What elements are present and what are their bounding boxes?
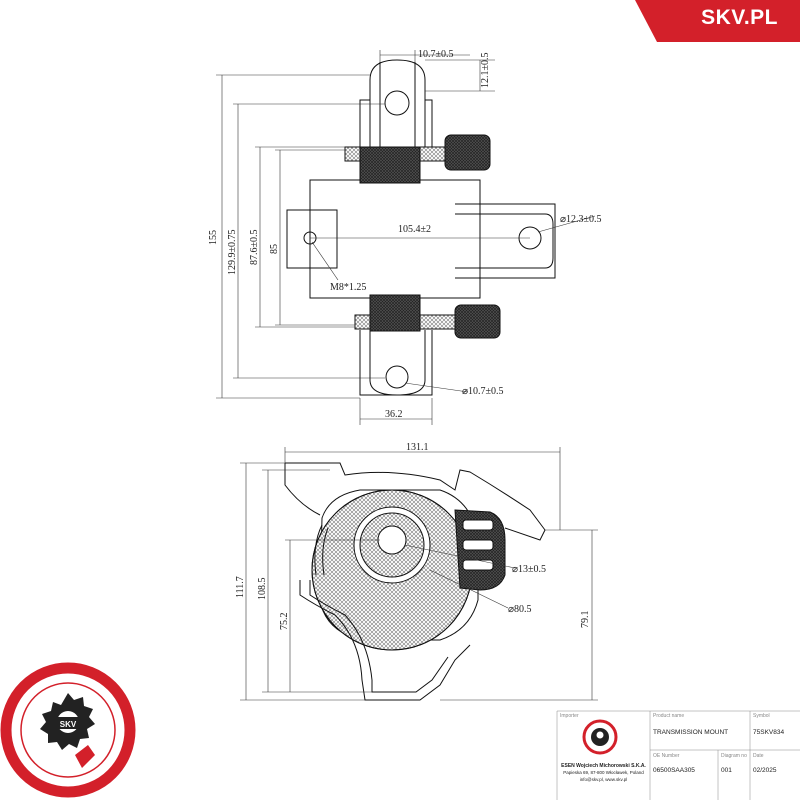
skv-auto-parts-logo: SKV bbox=[0, 662, 136, 798]
dim-dia-bottom: ⌀10.7±0.5 bbox=[462, 386, 504, 397]
brand-corner: SKV.PL bbox=[635, 0, 800, 42]
importer-name: ESEN Wojciech Michorowski S.K.A. bbox=[561, 763, 646, 769]
title-block-mini-logo bbox=[582, 719, 618, 755]
dim-height-111: 111.7 bbox=[235, 576, 246, 598]
dim-span-105: 105.4±2 bbox=[398, 224, 431, 235]
dim-width-bottom: 36.2 bbox=[385, 409, 403, 420]
importer-address: Papieska 69, 87-800 Włocławek, Poland bbox=[563, 770, 644, 775]
top-view-dimension-lines bbox=[216, 50, 596, 425]
symbol-label: Symbol bbox=[753, 713, 770, 719]
dim-height-129: 129.9±0.75 bbox=[227, 230, 238, 276]
dim-width-top: 10.7±0.5 bbox=[418, 49, 454, 60]
dim-height-top: 12.1±0.5 bbox=[480, 53, 491, 89]
top-view bbox=[286, 59, 556, 396]
oe-value: 06500SAA305 bbox=[653, 767, 695, 774]
dim-height-75: 75.2 bbox=[279, 613, 290, 631]
dim-height-85: 85 bbox=[269, 244, 280, 254]
dim-overall-height: 155 bbox=[208, 230, 219, 245]
importer-label: Importer bbox=[560, 713, 579, 719]
brand-name: SKV.PL bbox=[701, 6, 778, 29]
dim-dia-13: ⌀13±0.5 bbox=[512, 564, 546, 575]
date-value: 02/2025 bbox=[753, 767, 777, 774]
dim-thread: M8*1.25 bbox=[330, 282, 366, 293]
dim-dia-right: ⌀12.3±0.5 bbox=[560, 214, 602, 225]
side-view bbox=[284, 462, 546, 701]
product-name-label: Product name bbox=[653, 713, 685, 719]
title-block-frame bbox=[556, 710, 800, 800]
dim-height-87: 87.6±0.5 bbox=[249, 230, 260, 266]
symbol-value: 75SKV834 bbox=[753, 729, 785, 736]
importer-contact: info@skv.pl, www.skv.pl bbox=[579, 777, 628, 782]
dim-height-79: 79.1 bbox=[580, 611, 591, 629]
date-label: Date bbox=[753, 753, 764, 759]
oe-label: OE Number bbox=[653, 753, 680, 759]
logo-center-text: SKV bbox=[60, 720, 77, 729]
dim-overall-width: 131.1 bbox=[406, 442, 429, 453]
product-name: TRANSMISSION MOUNT bbox=[653, 729, 729, 736]
dim-dia-80: ⌀80.5 bbox=[508, 604, 532, 615]
diagram-label: Diagram no bbox=[721, 753, 747, 759]
side-view-dimension-lines bbox=[240, 447, 598, 701]
dim-height-108: 108.5 bbox=[257, 578, 268, 601]
title-block: Importer ESEN Wojciech Michorowski S.K.A… bbox=[557, 711, 800, 800]
diagram-value: 001 bbox=[721, 767, 732, 774]
